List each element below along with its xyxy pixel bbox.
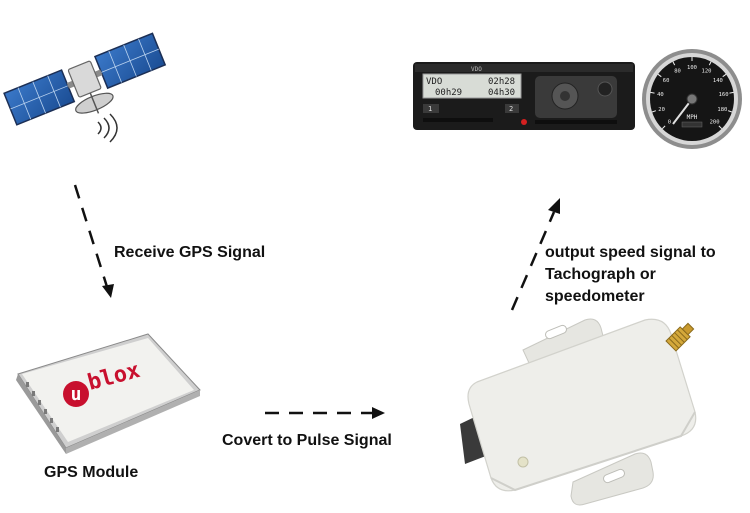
ublox-mark: u xyxy=(71,384,82,405)
tacho-line2-right: 04h30 xyxy=(488,88,515,98)
speedometer-unit: MPH xyxy=(687,114,698,121)
speed-tick-label: 0 xyxy=(668,120,671,126)
speed-tick-label: 200 xyxy=(710,120,720,126)
label-receive-gps-signal: Receive GPS Signal xyxy=(114,244,266,261)
speed-tick-mark xyxy=(657,73,662,78)
speed-tick-label: 60 xyxy=(663,78,670,84)
tachograph-image: VDO VDO 02h28 00h29 04h30 1 2 xyxy=(413,62,635,130)
speed-tick-label: 20 xyxy=(658,107,665,113)
arrow-output xyxy=(510,198,560,311)
arrow-receive xyxy=(73,184,114,298)
tachograph-brand: VDO xyxy=(471,66,482,73)
speed-tick-label: 180 xyxy=(717,107,727,113)
speed-tick-mark xyxy=(708,61,712,66)
tacho-btn1: 1 xyxy=(428,105,432,113)
speed-tick-mark xyxy=(727,110,733,113)
satellite-image xyxy=(3,32,167,143)
arrow-convert xyxy=(265,407,385,419)
speed-tick-mark xyxy=(718,125,723,130)
speed-tick-mark xyxy=(661,125,666,130)
tacho-line1-right: 02h28 xyxy=(488,77,515,87)
speed-tick-label: 100 xyxy=(687,65,697,71)
speed-tick-label: 140 xyxy=(713,78,723,84)
label-convert-pulse-signal: Covert to Pulse Signal xyxy=(222,432,392,449)
gps-module-image: u blox xyxy=(16,333,201,454)
tacho-btn2: 2 xyxy=(509,105,513,113)
speed-tick-label: 40 xyxy=(657,92,664,98)
speed-tick-label: 160 xyxy=(719,92,729,98)
tacho-line2-left: 00h29 xyxy=(435,88,462,98)
label-output-line2: Tachograph or xyxy=(545,266,656,283)
speed-tick-mark xyxy=(672,61,676,66)
label-output-line3: speedometer xyxy=(545,288,645,305)
speed-tick-mark xyxy=(729,91,734,94)
speed-tick-mark xyxy=(722,73,727,78)
label-gps-module: GPS Module xyxy=(44,464,139,481)
tacho-line1-left: VDO xyxy=(426,77,442,87)
speed-tick-label: 80 xyxy=(674,69,681,75)
speed-tick-mark xyxy=(651,110,657,113)
speed-tick-mark xyxy=(650,91,655,94)
label-output-speed-signal: output speed signal to Tachograph or spe… xyxy=(545,242,716,308)
converter-device-image xyxy=(460,318,697,506)
speed-tick-label: 120 xyxy=(702,69,712,75)
label-output-line1: output speed signal to xyxy=(545,244,716,261)
